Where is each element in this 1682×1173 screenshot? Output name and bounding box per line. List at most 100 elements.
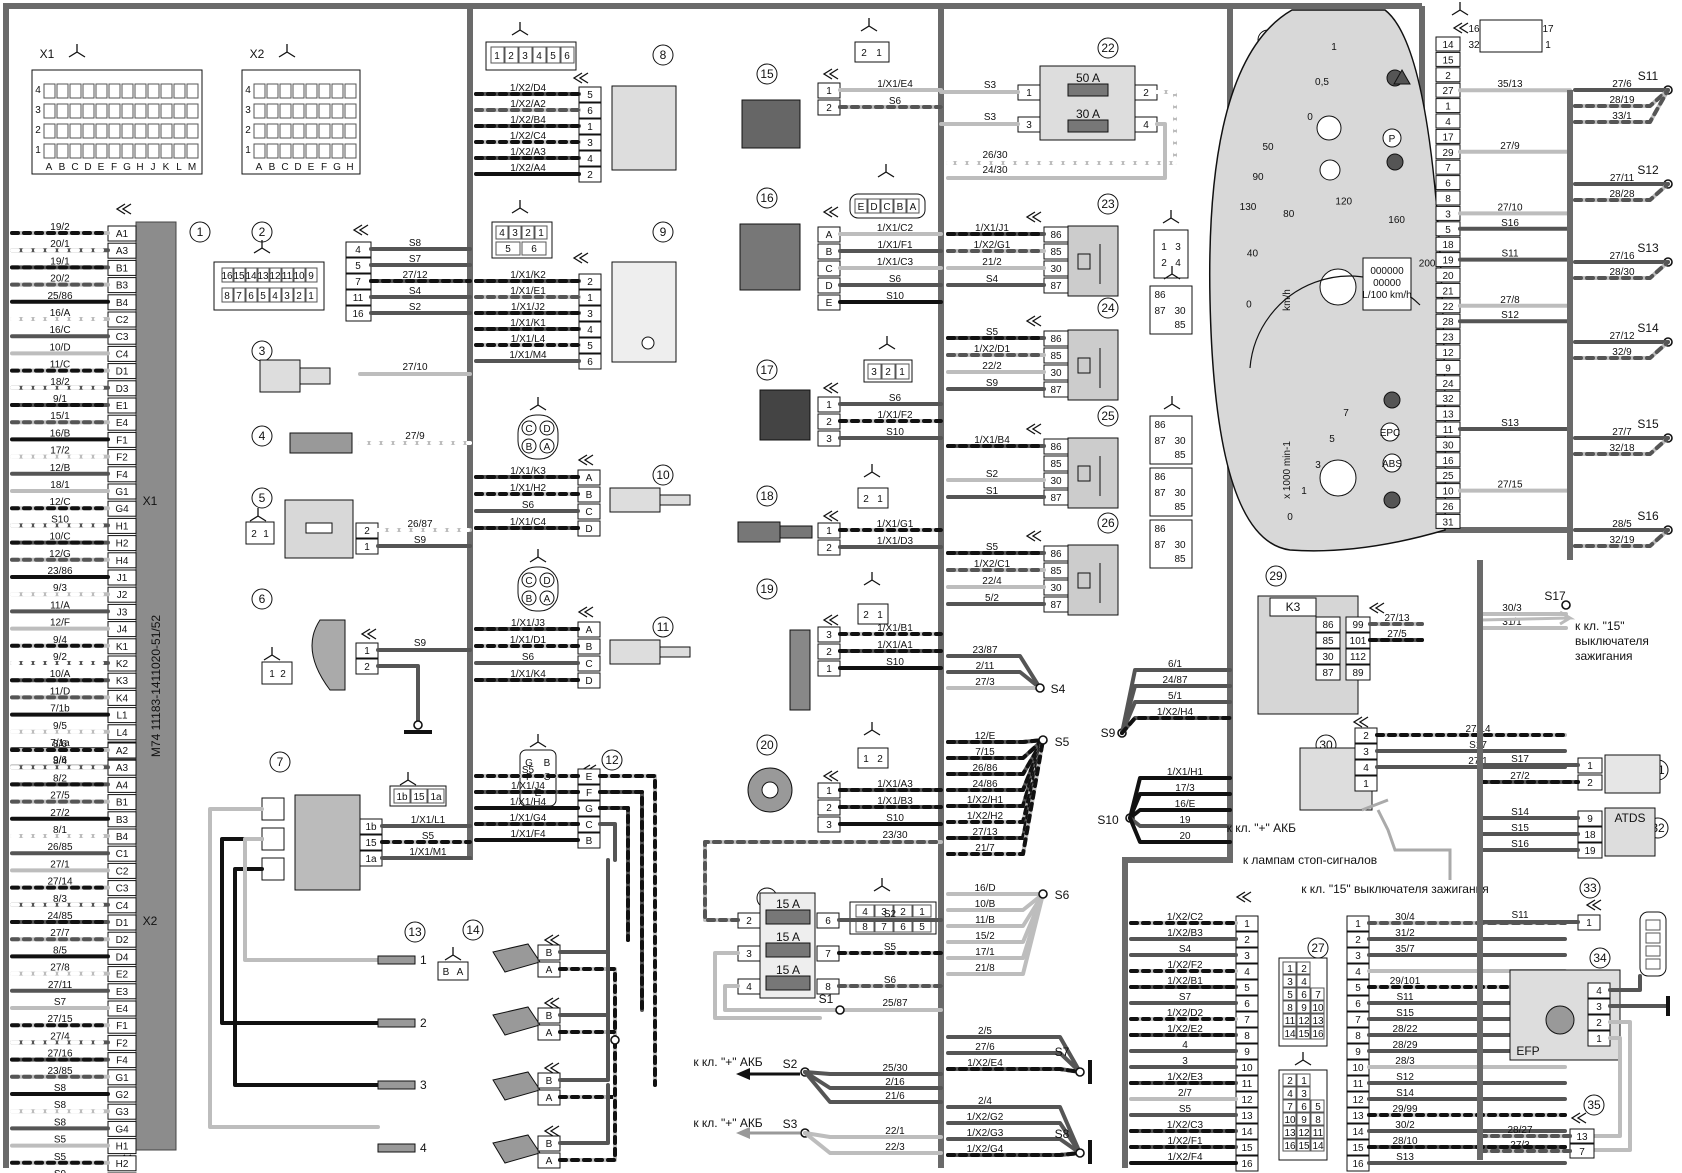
wire-label: 1/X2/A4	[510, 163, 546, 174]
cavity-label: 5	[550, 51, 556, 62]
wire-label: 1/X1/H1	[1167, 767, 1204, 778]
connector-symbol-icon	[115, 203, 132, 215]
component-number: 24	[1101, 301, 1115, 315]
connector-cavity	[173, 143, 186, 159]
connector-col-label: C	[281, 162, 288, 173]
wire-label: 17/1	[975, 947, 995, 958]
wire-label: 1/X1/C3	[877, 257, 914, 268]
fuse-rating: 15 A	[776, 963, 800, 977]
wire-label: S3	[984, 80, 997, 91]
pin-label: 29	[1442, 148, 1454, 159]
relay-socket-label: 87	[1154, 306, 1166, 317]
cavity-label: 3	[1301, 1089, 1307, 1100]
component-number: 20	[760, 738, 774, 752]
relay-socket-label: 85	[1174, 320, 1186, 331]
wire	[598, 806, 630, 942]
ecu-wire-label: 12/G	[49, 549, 71, 560]
connector-symbol-icon	[822, 510, 839, 522]
cavity-label: 8	[862, 922, 868, 933]
pin-label: 87	[1322, 668, 1334, 679]
wire-label: 26/87	[407, 519, 432, 530]
pin-label: 3	[1596, 1002, 1602, 1013]
splice-label: S10	[1097, 813, 1119, 827]
wire-label: 35/7	[1395, 944, 1415, 955]
pin-label: 2	[1355, 935, 1361, 946]
relay-coil-icon	[1077, 348, 1101, 388]
splice-label: S13	[1637, 241, 1659, 255]
pin-label: A	[826, 230, 833, 241]
cavity	[521, 420, 537, 436]
connector-cavity	[56, 123, 69, 139]
ecu-wire-label: 9/3	[53, 583, 67, 594]
connector-row-label: 1	[245, 145, 251, 156]
wire-label: 1/X1/C2	[877, 223, 914, 234]
ecu-pin-label: A3	[116, 246, 129, 257]
coil-socket	[261, 857, 285, 881]
cavity-label: 4	[1287, 1089, 1293, 1100]
fuel-gauge-tick: 0,5	[1315, 77, 1329, 88]
cavity	[490, 46, 505, 64]
socket-symbol-icon	[263, 647, 281, 661]
wire	[1128, 808, 1232, 820]
wire-label: 1/X1/F4	[510, 829, 545, 840]
wire-label: 2/7	[1178, 1088, 1192, 1099]
cavity-label: 15	[233, 271, 245, 282]
ecu-pin-label: B3	[116, 281, 129, 292]
cavity-label: C	[883, 202, 890, 213]
relay-socket-label: 86	[1154, 472, 1166, 483]
cavity-label: 1	[538, 228, 544, 239]
pin-label: 1	[1596, 1034, 1602, 1045]
ecu-pin-label: K3	[116, 676, 129, 687]
connector-cavity	[331, 123, 344, 139]
wire	[946, 1151, 1082, 1157]
pin-label: 13	[1576, 1132, 1588, 1143]
ecu-pin-label: C1	[116, 849, 129, 860]
wire-label: 1/X1/K1	[510, 318, 546, 329]
wire-label: S6	[889, 96, 902, 107]
relay-socket-label: 87	[1154, 436, 1166, 447]
wire-label: 1/X2/B3	[1167, 928, 1203, 939]
connector-symbol-icon	[543, 934, 560, 946]
component-number: 11	[657, 620, 670, 634]
wire-label: 25/87	[882, 998, 907, 1009]
pin-label: 21	[1442, 286, 1454, 297]
ecu-wire-label: 24/85	[47, 911, 72, 922]
cavity	[1296, 987, 1311, 1001]
pin-label: 2	[587, 277, 593, 288]
relay-socket-label: 86	[1154, 290, 1166, 301]
ecu-wire-label: 18/1	[50, 480, 70, 491]
component-number: 3	[259, 344, 266, 358]
ecu-wire-label: S8	[54, 1100, 67, 1111]
pin-label: D	[585, 524, 592, 535]
connector-symbol-icon	[822, 614, 839, 626]
pin-label: 87	[1050, 600, 1062, 611]
cavity-label: 1	[1545, 40, 1551, 51]
speedometer-pivot	[1319, 268, 1357, 306]
cavity	[874, 904, 894, 918]
pin-label: A	[586, 473, 593, 484]
ecu-pin-label: E4	[116, 418, 129, 429]
connector-symbol-icon	[1235, 891, 1252, 903]
wire-label: 27/13	[1384, 613, 1409, 624]
fuel-gauge-pivot	[1316, 115, 1342, 141]
splice-point	[1038, 889, 1048, 899]
pin	[1435, 344, 1461, 360]
pin-label: 2	[1363, 731, 1369, 742]
pin-label: 12	[1352, 1095, 1364, 1106]
wire-label: 22/4	[982, 576, 1002, 587]
pin-label: 7	[1445, 163, 1451, 174]
cavity	[518, 46, 533, 64]
connector-cavity	[160, 103, 173, 119]
connector-symbol-icon	[822, 68, 839, 80]
component-number-badge	[1097, 37, 1119, 59]
wire-label: S12	[1396, 1072, 1414, 1083]
connector-6-face	[261, 661, 293, 685]
wire-label: 5/1	[1168, 691, 1182, 702]
component-number-badge	[756, 485, 778, 507]
wire-label: 1/X1/G4	[510, 813, 547, 824]
wire-label: 32/18	[1609, 443, 1634, 454]
pin-label: 2	[1587, 778, 1593, 789]
cavity	[893, 198, 907, 214]
cavity-label: 13	[257, 271, 269, 282]
component-number: 22	[1101, 41, 1115, 55]
